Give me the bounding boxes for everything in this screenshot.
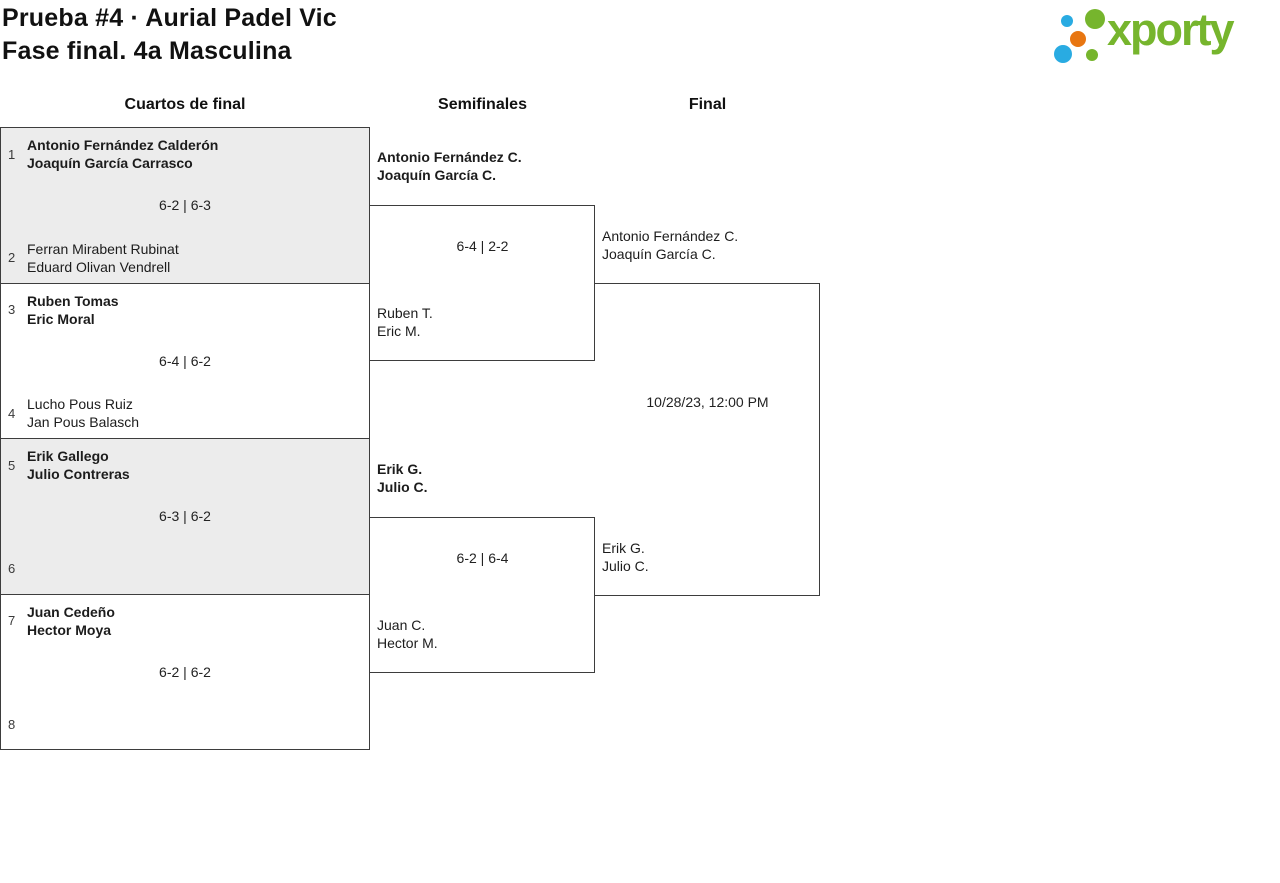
player-name: Julio C.	[377, 479, 428, 495]
team-entry: 1 Antonio Fernández Calderón Joaquín Gar…	[1, 136, 369, 172]
player-name: Eric Moral	[27, 310, 95, 327]
team-entry: 8	[1, 706, 369, 742]
team-names: Erik Gallego Julio Contreras	[27, 447, 130, 483]
semifinal2-bottom-team: Juan C. Hector M.	[377, 616, 438, 652]
team-entry: 5 Erik Gallego Julio Contreras	[1, 447, 369, 483]
page-title-line1: Prueba #4 · Aurial Padel Vic	[2, 4, 337, 32]
player-name: Julio C.	[602, 558, 649, 574]
player-name: Ruben Tomas	[27, 292, 119, 309]
player-name: Erik Gallego	[27, 448, 109, 464]
player-name: Antonio Fernández C.	[602, 228, 739, 244]
quarterfinal-match-1[interactable]: 1 Antonio Fernández Calderón Joaquín Gar…	[1, 128, 369, 284]
final-bottom-team: Erik G. Julio C.	[602, 539, 649, 575]
semifinal-match-2[interactable]	[370, 517, 595, 673]
semifinal1-top-team: Antonio Fernández C. Joaquín García C.	[377, 148, 522, 184]
logo-dot-green-large	[1085, 9, 1105, 29]
final-top-team: Antonio Fernández C. Joaquín García C.	[602, 227, 738, 263]
team-entry: 6	[1, 551, 369, 587]
player-name: Antonio Fernández C.	[377, 149, 522, 165]
player-name: Juan Cedeño	[27, 603, 115, 620]
semifinal-match-1[interactable]	[370, 205, 595, 361]
player-name: Eduard Olivan Vendrell	[27, 258, 171, 275]
player-name: Jan Pous Balasch	[27, 414, 140, 430]
match-score: 6-2 | 6-3	[159, 197, 211, 214]
semifinal1-score: 6-4 | 2-2	[456, 238, 509, 254]
team-entry: 2 Ferran Mirabent Rubinat Eduard Olivan …	[1, 240, 369, 276]
seed-number: 5	[8, 457, 16, 473]
team-names: Antonio Fernández Calderón Joaquín Garcí…	[27, 136, 218, 172]
quarterfinal-match-4[interactable]: 7 Juan Cedeño Hector Moya 6-2 | 6-2 8	[1, 594, 369, 749]
page-title: Prueba #4 · Aurial Padel Vic Fase final.…	[2, 2, 337, 68]
page-title-line2: Fase final. 4a Masculina	[2, 37, 292, 65]
player-name: Eric M.	[377, 323, 421, 339]
player-name: Joaquín García Carrasco	[27, 155, 193, 171]
round-header-final: Final	[688, 96, 727, 113]
logo-dot-blue-large	[1054, 45, 1072, 63]
player-name: Julio Contreras	[27, 466, 130, 482]
seed-number: 2	[8, 250, 16, 265]
round-header-semifinals: Semifinales	[438, 96, 527, 113]
final-match[interactable]	[595, 283, 820, 596]
player-name: Ferran Mirabent Rubinat	[27, 240, 179, 257]
logo-dot-green-small	[1086, 49, 1098, 61]
quarterfinal-match-3[interactable]: 5 Erik Gallego Julio Contreras 6-3 | 6-2…	[1, 439, 369, 595]
player-name: Joaquín García C.	[602, 246, 716, 262]
player-name: Erik G.	[377, 461, 423, 477]
semifinal2-score: 6-2 | 6-4	[456, 550, 509, 566]
seed-number: 1	[8, 146, 16, 162]
seed-number: 7	[8, 613, 16, 628]
seed-number: 6	[8, 561, 16, 576]
semifinal1-bottom-team: Ruben T. Eric M.	[377, 304, 433, 340]
logo-dot-orange	[1070, 31, 1086, 47]
player-name: Hector M.	[377, 635, 438, 651]
logo-dot-blue-small	[1061, 15, 1073, 27]
player-name: Antonio Fernández Calderón	[27, 137, 219, 153]
player-name: Ruben T.	[377, 305, 433, 321]
team-names: Juan Cedeño Hector Moya	[27, 603, 115, 639]
team-entry: 4 Lucho Pous Ruiz Jan Pous Balasch	[1, 395, 369, 431]
logo-wordmark: xporty	[1107, 4, 1235, 55]
round-header-quarterfinals: Cuartos de final	[124, 96, 246, 113]
player-name: Hector Moya	[27, 621, 112, 638]
team-entry: 7 Juan Cedeño Hector Moya	[1, 603, 369, 639]
seed-number: 3	[8, 302, 16, 317]
match-score: 6-3 | 6-2	[159, 508, 211, 525]
player-name: Joaquín García C.	[377, 167, 497, 183]
team-entry: 3 Ruben Tomas Eric Moral	[1, 292, 369, 328]
team-names: Lucho Pous Ruiz Jan Pous Balasch	[27, 395, 139, 431]
match-score: 6-4 | 6-2	[159, 352, 211, 369]
seed-number: 8	[8, 716, 16, 732]
match-score: 6-2 | 6-2	[159, 663, 211, 680]
quarterfinal-match-2[interactable]: 3 Ruben Tomas Eric Moral 6-4 | 6-2 4 Luc…	[1, 283, 369, 439]
team-names: Ruben Tomas Eric Moral	[27, 292, 119, 328]
semifinal2-top-team: Erik G. Julio C.	[377, 460, 428, 496]
player-name: Juan C.	[377, 617, 426, 633]
player-name: Erik G.	[602, 540, 645, 556]
player-name: Lucho Pous Ruiz	[27, 396, 133, 412]
seed-number: 4	[8, 405, 16, 421]
quarterfinals-column: 1 Antonio Fernández Calderón Joaquín Gar…	[0, 127, 370, 750]
team-names: Ferran Mirabent Rubinat Eduard Olivan Ve…	[27, 240, 179, 276]
final-match-datetime: 10/28/23, 12:00 PM	[646, 394, 769, 410]
